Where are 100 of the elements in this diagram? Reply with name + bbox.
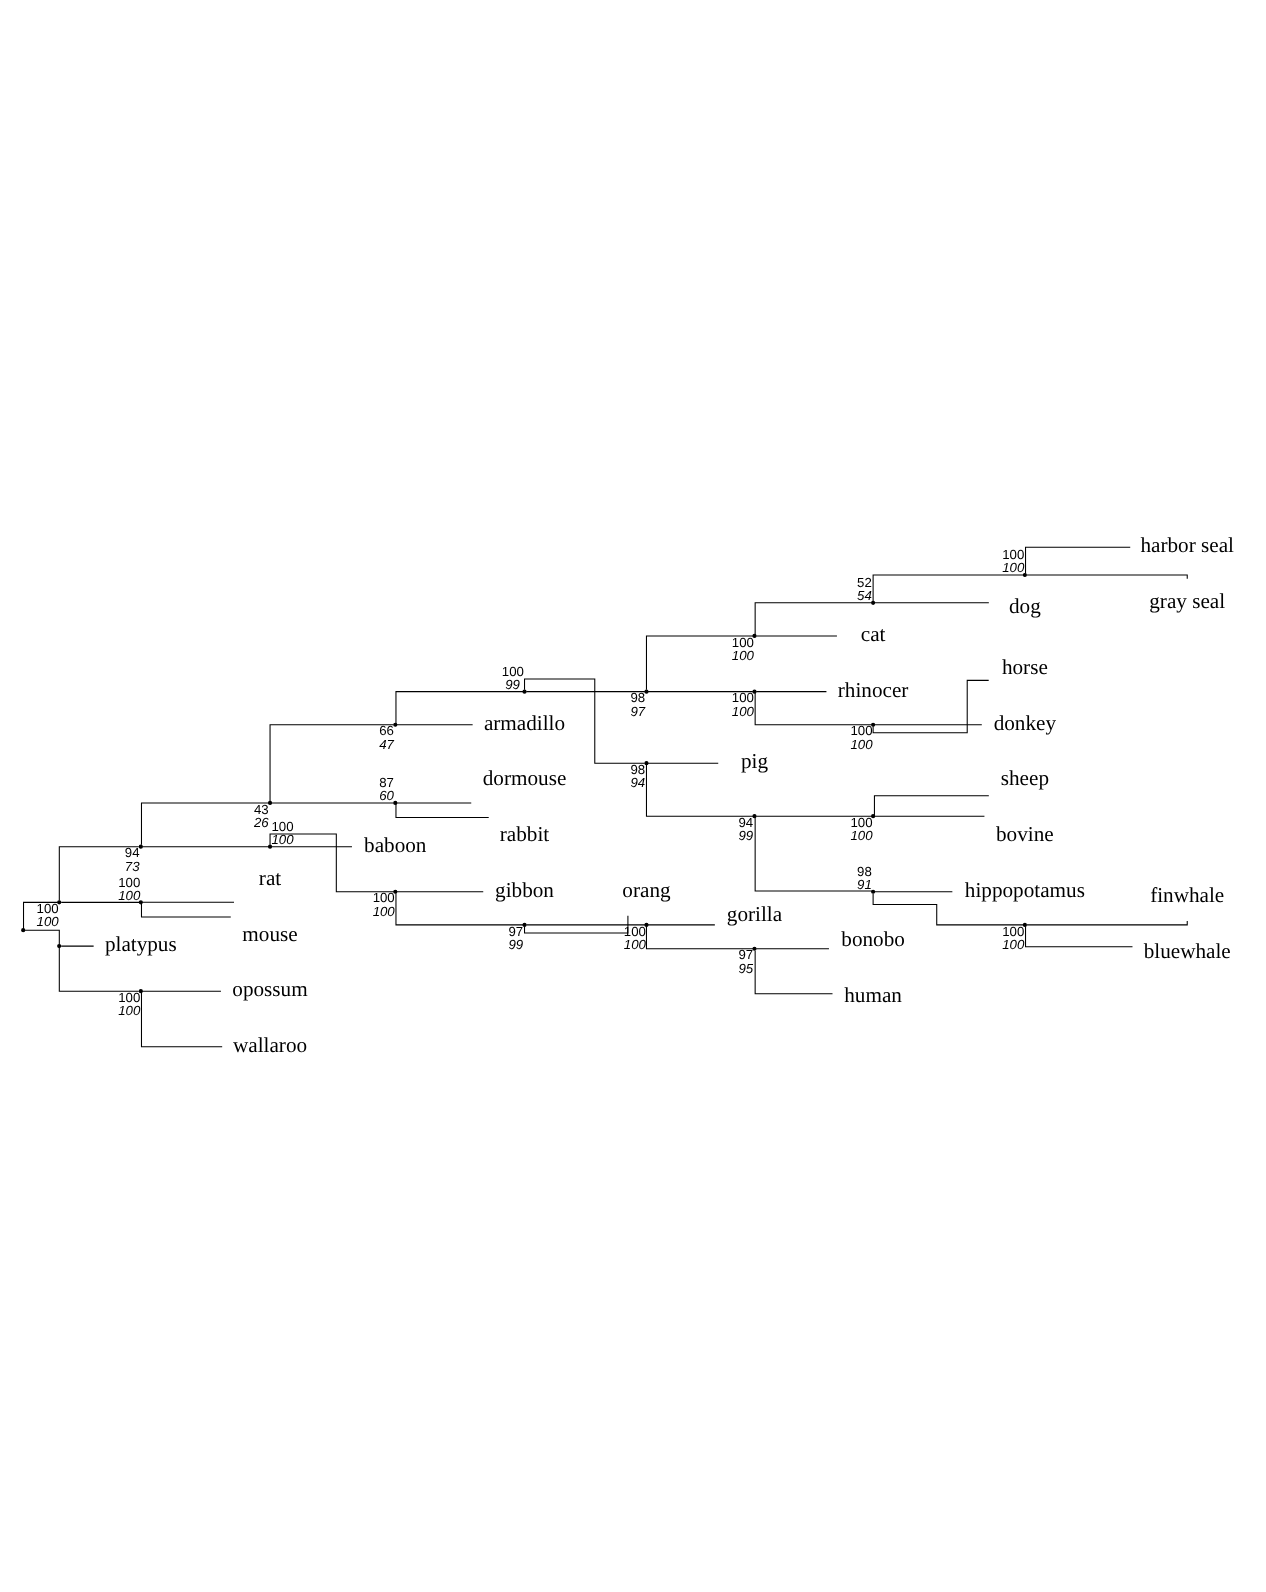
connector	[755, 947, 830, 949]
node-text: armadillo	[483, 712, 566, 735]
node-text: human	[844, 984, 902, 1007]
node-point	[21, 927, 26, 932]
node-text: donkey	[993, 712, 1057, 735]
node-text: horse	[1001, 657, 1048, 680]
connector	[524, 914, 629, 933]
connector	[754, 949, 834, 994]
connector	[271, 801, 395, 803]
node-point	[644, 921, 649, 926]
node-point	[138, 988, 143, 993]
node-text: platypus	[104, 934, 177, 957]
node-text: dog	[1008, 596, 1041, 619]
node-text: rhinocer	[837, 679, 909, 702]
connector	[58, 946, 140, 991]
connector	[1025, 924, 1134, 947]
connector	[396, 723, 474, 725]
node-point	[871, 888, 876, 893]
connector	[525, 690, 646, 692]
node-point	[644, 760, 649, 765]
node-point	[267, 799, 273, 805]
connector	[1026, 573, 1188, 579]
connector	[141, 900, 235, 902]
node-point	[522, 688, 527, 693]
node-point	[871, 813, 876, 818]
node-text: bluewhale	[1143, 940, 1231, 963]
node-point	[752, 813, 757, 818]
connector	[141, 845, 269, 847]
node-text: sheep	[1000, 768, 1049, 791]
node-text: pig	[740, 751, 769, 774]
node-text: gray seal	[1149, 590, 1226, 613]
node-point	[752, 688, 757, 693]
node-text: bonobo	[841, 928, 905, 951]
node-text: finwhale	[1150, 885, 1225, 908]
node-point	[644, 688, 649, 693]
connector	[141, 989, 222, 991]
node-point	[393, 721, 398, 726]
node-text: opossum	[232, 979, 308, 1002]
connector	[140, 991, 223, 1047]
connector	[647, 761, 719, 763]
connector	[1026, 919, 1188, 925]
connector	[58, 845, 140, 901]
connector	[396, 801, 472, 803]
node-point	[57, 943, 62, 948]
connector	[395, 802, 490, 818]
connector	[24, 928, 60, 945]
node-text: orang	[622, 879, 671, 902]
connector	[271, 845, 353, 847]
connector	[754, 691, 872, 725]
node-point	[871, 599, 876, 604]
connector	[645, 924, 754, 949]
node-point	[1022, 921, 1027, 926]
node-point	[393, 799, 398, 805]
connector	[269, 832, 395, 892]
connector	[754, 816, 873, 891]
connector	[140, 902, 232, 917]
connector	[755, 814, 873, 816]
node-point	[138, 843, 143, 848]
node-point	[871, 721, 876, 726]
node-point	[57, 899, 62, 904]
connector	[873, 794, 990, 815]
node-text: bovine	[996, 824, 1054, 847]
connector	[60, 900, 140, 902]
node-text: gorilla	[726, 903, 783, 926]
connector	[396, 890, 484, 892]
node-text: rat	[258, 867, 282, 890]
node-text: cat	[860, 624, 886, 646]
connector	[60, 944, 95, 946]
connector	[872, 573, 1024, 601]
connector	[872, 892, 1024, 925]
node-point	[393, 888, 398, 893]
node-point	[138, 899, 143, 904]
node-text: gibbon	[495, 879, 554, 902]
connector	[395, 690, 524, 723]
connector	[647, 923, 716, 925]
connector	[395, 891, 524, 925]
connector	[269, 723, 395, 801]
connector	[23, 900, 59, 929]
node-text: mouse	[242, 923, 298, 946]
node-point	[267, 843, 273, 848]
connector	[645, 634, 754, 690]
node-text: rabbit	[499, 824, 550, 847]
connector	[874, 723, 983, 725]
connector	[140, 801, 270, 845]
node-text: harbor seal	[1140, 535, 1235, 558]
connector	[1025, 545, 1131, 574]
node-text: hippopotamus	[964, 879, 1085, 902]
connector	[647, 690, 754, 692]
node-text: wallaroo	[232, 1034, 308, 1057]
connector	[754, 601, 872, 635]
node-point	[752, 945, 757, 950]
node-text: dormouse	[482, 768, 567, 791]
connector	[874, 814, 985, 816]
connector	[645, 763, 754, 816]
node-point	[522, 921, 527, 926]
node-point	[1022, 571, 1027, 577]
connector	[525, 923, 646, 925]
connector	[874, 890, 953, 892]
connector	[755, 634, 838, 636]
node-point	[752, 632, 757, 638]
